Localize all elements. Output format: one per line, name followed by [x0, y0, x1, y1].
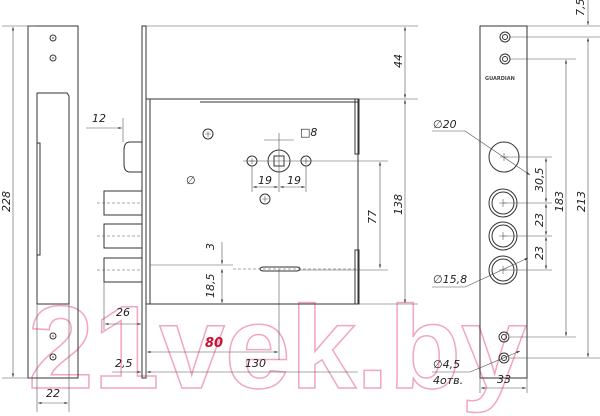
- dim-height: 228: [0, 191, 13, 212]
- dim-2-5: 2,5: [115, 357, 133, 370]
- label-diameter-4-5: ∅4,5: [433, 358, 460, 371]
- spindle-and-holes: [202, 128, 388, 205]
- label-diameter-20: ∅20: [433, 118, 457, 131]
- watermark: 21vek.by: [28, 282, 527, 414]
- latch: [123, 141, 142, 173]
- lock-body: ∅ 19 19 □8 3 18,5 77 44 138 12 26 80 2,5: [86, 25, 418, 379]
- dim-130: 130: [245, 357, 266, 370]
- dim-3: 3: [204, 243, 217, 250]
- dim-183: 183: [553, 191, 566, 212]
- dim-213: 213: [575, 191, 588, 212]
- deadbolts: [97, 190, 143, 283]
- dim-26: 26: [116, 306, 130, 319]
- dim-7-5: 7,5: [574, 0, 587, 16]
- dim-12: 12: [92, 112, 106, 125]
- dim-23-a: 23: [533, 213, 546, 227]
- brand-logo: GUARDIAN: [485, 76, 515, 82]
- dim-30-5: 30,5: [533, 168, 546, 193]
- dim-80: 80: [205, 336, 223, 351]
- keyhole: [150, 264, 360, 360]
- diameter-mark: ∅: [186, 174, 196, 187]
- right-faceplate: GUARDIAN 30,5 23 23 183 213: [432, 0, 600, 393]
- dim-width: 22: [46, 387, 60, 400]
- label-diameter-15-8: ∅15,8: [433, 273, 467, 286]
- dim-44: 44: [392, 54, 405, 68]
- dim-138: 138: [392, 194, 405, 215]
- dim-19-right: 19: [287, 174, 301, 187]
- screw-hole-icons: [49, 34, 57, 361]
- dim-77: 77: [366, 210, 379, 224]
- label-hole-count: 4отв.: [433, 374, 463, 387]
- dim-18-5: 18,5: [204, 274, 217, 299]
- dim-19-left: 19: [258, 174, 272, 187]
- bolt-hole-icons: [488, 141, 520, 285]
- dim-square: □8: [300, 126, 317, 139]
- left-strike-plate: 228 22: [0, 25, 79, 412]
- dim-33: 33: [497, 373, 511, 386]
- dim-23-b: 23: [533, 246, 546, 260]
